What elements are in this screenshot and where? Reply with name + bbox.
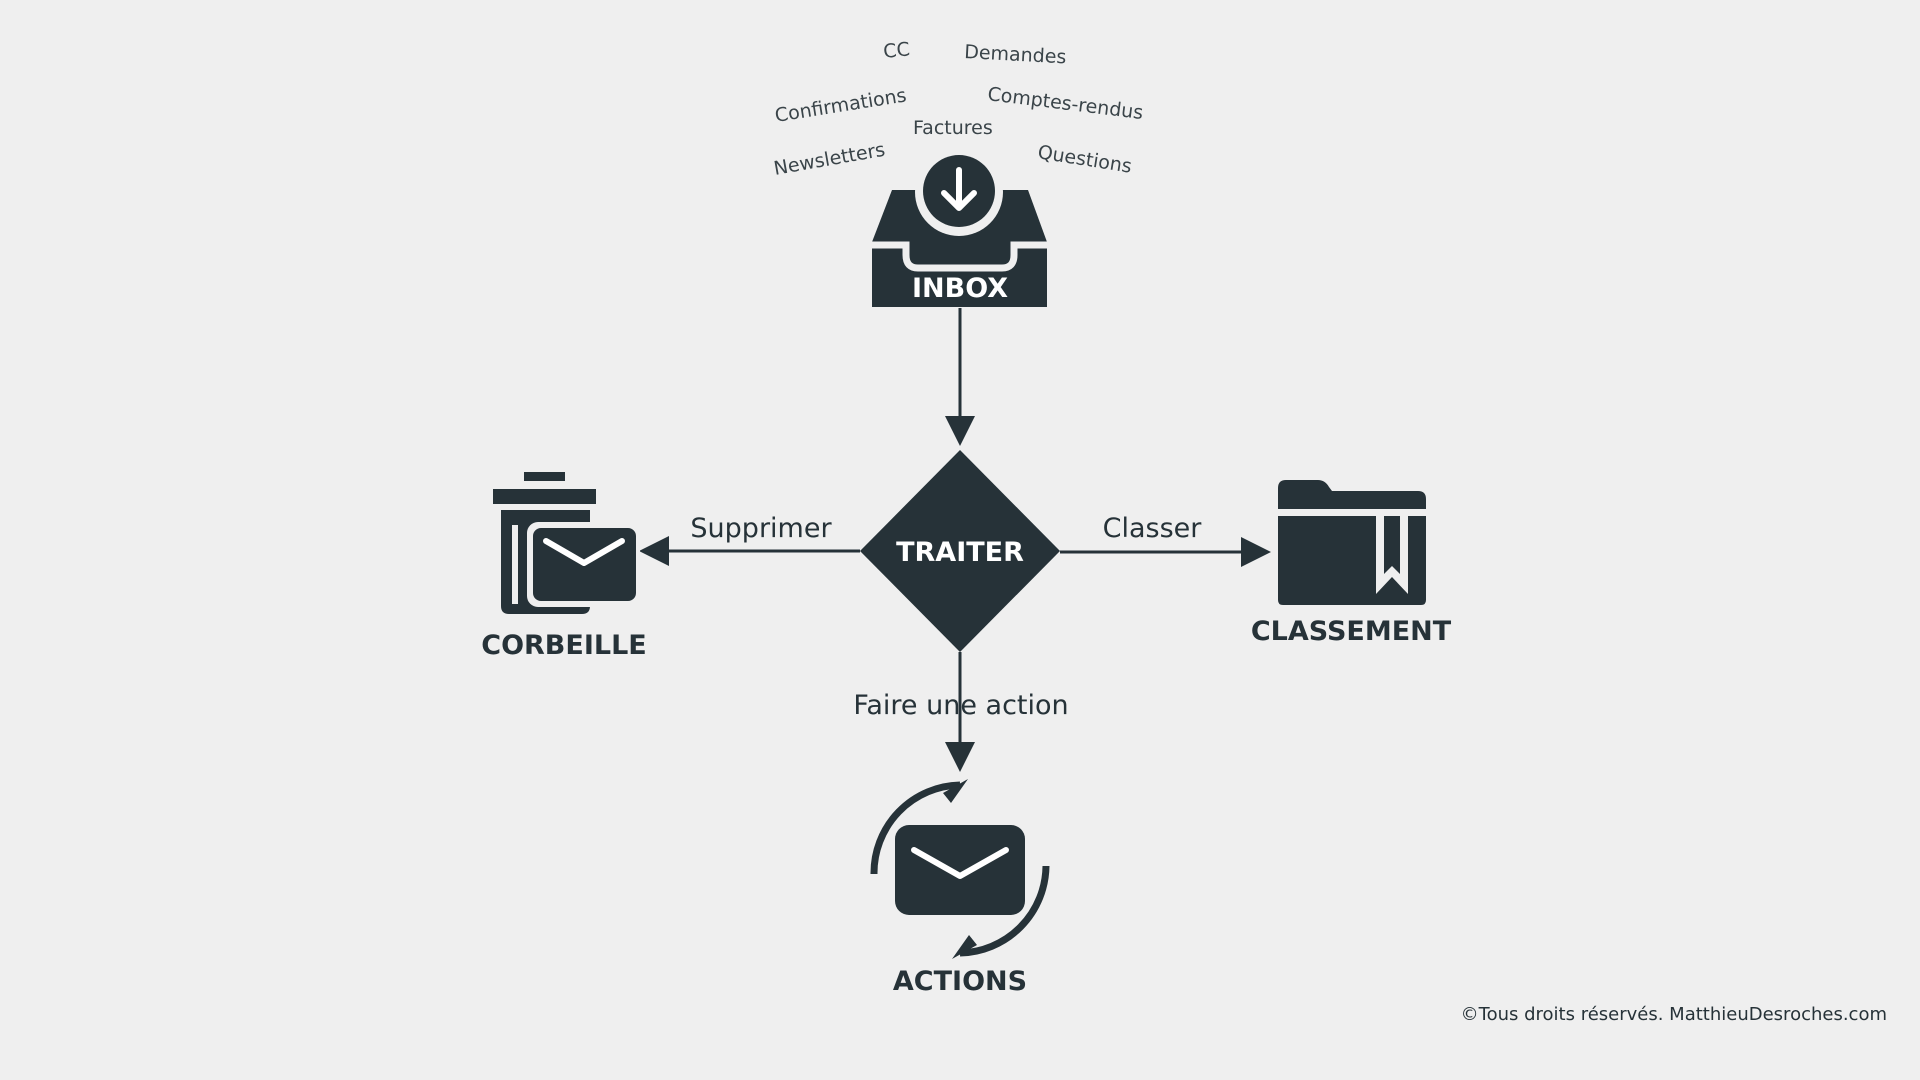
- edge-label-classer: Classer: [1103, 513, 1203, 544]
- mail-cycle-icon: [870, 779, 1050, 959]
- edge-label-supprimer: Supprimer: [690, 513, 832, 544]
- tag-comptes-rendus: Comptes-rendus: [986, 83, 1144, 124]
- copyright-text: ©Tous droits réservés. MatthieuDesroches…: [1461, 1004, 1887, 1025]
- trash-mail-icon: [493, 472, 640, 614]
- tag-confirmations: Confirmations: [773, 84, 908, 127]
- decision-diamond: [860, 450, 1060, 652]
- tag-questions: Questions: [1036, 141, 1133, 178]
- edge-label-faire-action: Faire une action: [853, 690, 1068, 721]
- tag-newsletters: Newsletters: [772, 139, 887, 180]
- traiter-node: TRAITER: [860, 450, 1060, 652]
- folder-bookmark-icon: [1278, 480, 1426, 605]
- actions-label: ACTIONS: [893, 966, 1027, 997]
- corbeille-label: CORBEILLE: [481, 630, 646, 661]
- tag-factures: Factures: [913, 117, 993, 139]
- actions-node: ACTIONS: [870, 779, 1050, 997]
- tag-cc: CC: [882, 38, 911, 63]
- inbox-label: INBOX: [912, 273, 1008, 304]
- corbeille-node: CORBEILLE: [481, 472, 647, 661]
- traiter-label: TRAITER: [896, 537, 1024, 568]
- inbox-tray-icon: [872, 148, 1047, 307]
- tag-demandes: Demandes: [964, 41, 1067, 68]
- classement-node: CLASSEMENT: [1251, 480, 1452, 647]
- inbox-node: INBOX: [872, 148, 1047, 307]
- classement-label: CLASSEMENT: [1251, 616, 1452, 647]
